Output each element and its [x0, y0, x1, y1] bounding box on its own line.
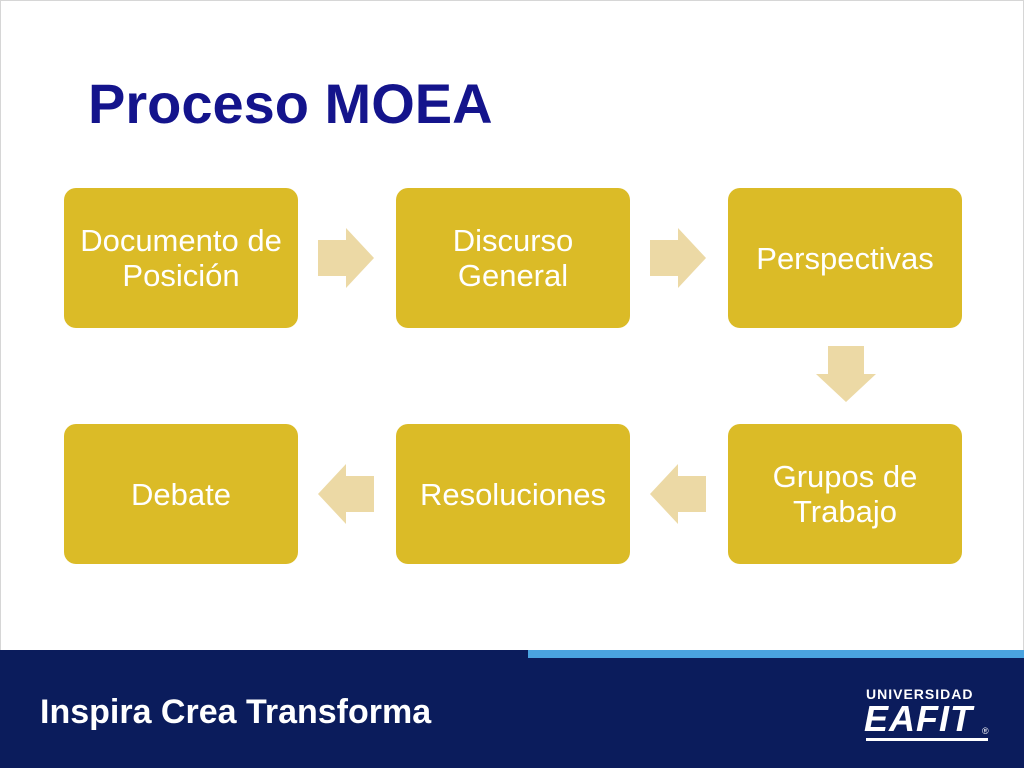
footer-tagline: Inspira Crea Transforma	[40, 693, 432, 731]
logo-eafit-text: EAFIT	[864, 698, 973, 739]
arrow-right-icon	[318, 228, 374, 288]
arrow-down-icon	[816, 346, 876, 402]
node-debate: Debate	[64, 424, 298, 564]
footer-bar	[0, 650, 1024, 768]
node-perspectivas: Perspectivas	[728, 188, 962, 328]
logo-underline	[866, 738, 988, 741]
arrow-left-icon	[650, 464, 706, 524]
footer-accent-stripe	[528, 650, 1024, 658]
logo-universidad-text: UNIVERSIDAD	[866, 686, 974, 702]
node-grupos-de-trabajo: Grupos de Trabajo	[728, 424, 962, 564]
eafit-logo: UNIVERSIDAD EAFIT ®	[858, 684, 998, 746]
logo-registered-mark: ®	[982, 726, 989, 736]
slide-title: Proceso MOEA	[88, 72, 493, 135]
node-discurso-general: Discurso General	[396, 188, 630, 328]
node-documento-de-posicion: Documento de Posición	[64, 188, 298, 328]
arrow-right-icon	[650, 228, 706, 288]
arrow-left-icon	[318, 464, 374, 524]
node-resoluciones: Resoluciones	[396, 424, 630, 564]
